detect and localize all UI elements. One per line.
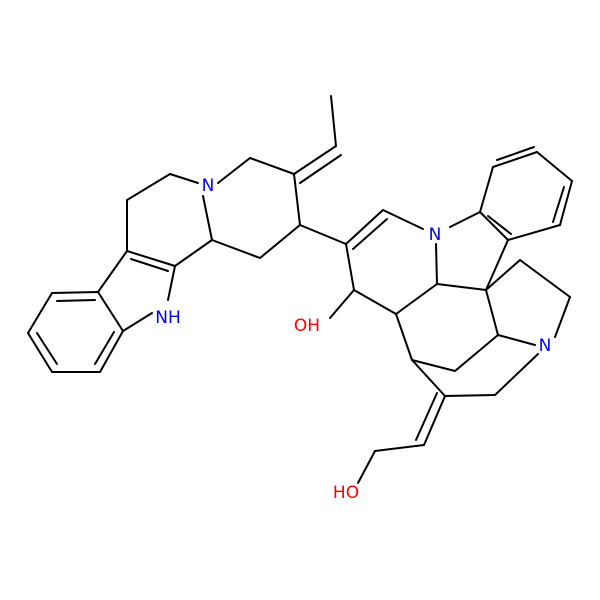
- atom-ho-chain: HO: [333, 483, 359, 503]
- atom-label-layer: N NH N N OH HO: [155, 176, 551, 503]
- atom-oh-ring: OH: [294, 316, 320, 336]
- atom-n-pyrrolidine: N: [539, 336, 552, 356]
- atom-n-indoline: N: [429, 225, 442, 245]
- bond-layer: [27, 95, 573, 484]
- atom-nh-indole: NH: [155, 308, 181, 328]
- atom-n-quinolizidine: N: [202, 176, 215, 196]
